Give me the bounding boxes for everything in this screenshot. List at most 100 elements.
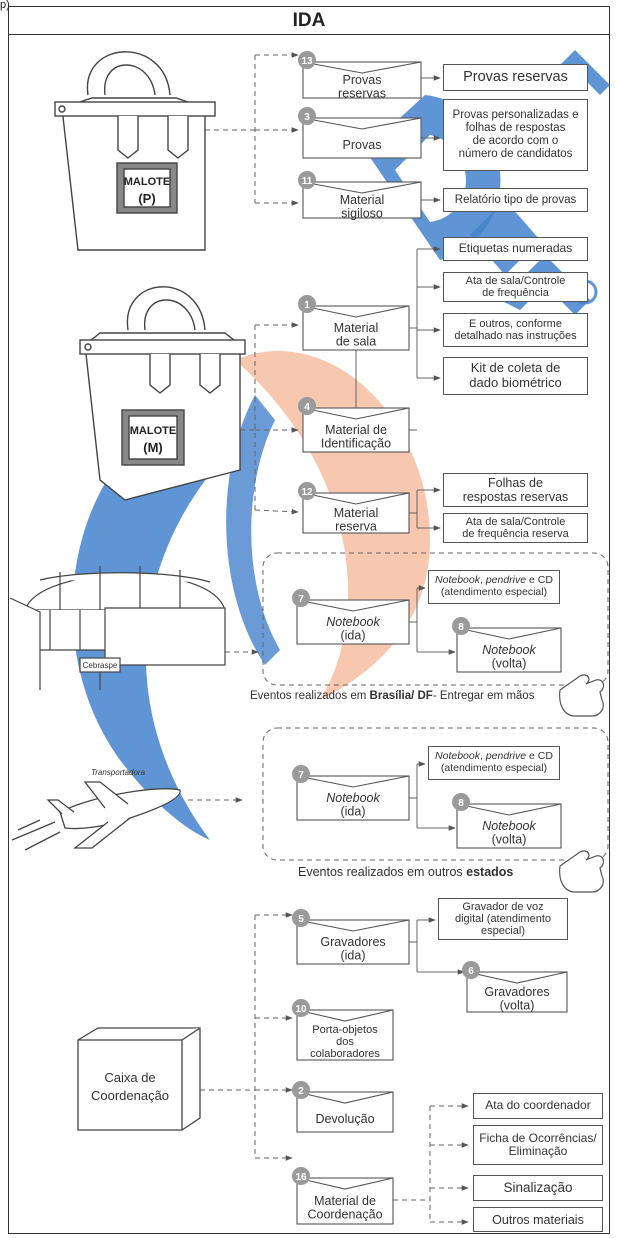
envelope-10: Notebook(volta)8 <box>452 793 562 849</box>
caption-estados-a: Eventos realizados em outros <box>298 865 467 879</box>
estados-container <box>262 727 609 861</box>
nb1-pendrive: pendrive <box>485 574 527 587</box>
envelope-body <box>302 61 422 99</box>
box-provas-personalizadas-line-2: folhas de respostas <box>465 122 566 135</box>
envelope-number: 10 <box>295 1004 307 1015</box>
caption-brasilia-b: Brasília/ DF <box>369 690 433 702</box>
box-ficha-ocorrencias-line-1: Ficha de Ocorrências/ <box>479 1130 597 1145</box>
box-gravador-voz-line-3: especial) <box>480 925 526 938</box>
envelope-7: Notebook(ida) 7 <box>292 589 410 645</box>
envelope-number-badge <box>298 295 316 313</box>
box-notebook-especial-estados-line-1: Notebook, pendrive e CD <box>435 750 553 763</box>
box-ata-reserva-line-2: de frequência reserva <box>462 528 569 540</box>
envelope-label: Material de <box>325 423 387 437</box>
envelope-flap <box>456 627 562 640</box>
malote-p-label-1: MALOTE <box>124 176 170 188</box>
malote-p-illustration <box>54 51 216 251</box>
envelope-label: Notebook <box>482 643 536 657</box>
envelope-flap <box>302 117 422 130</box>
box-provas-reservas: Provas reservas <box>443 64 588 91</box>
caixa-coordenacao-illustration <box>77 1027 201 1131</box>
envelope-label: (ida) <box>340 629 365 643</box>
envelope-label: Gravadores <box>320 935 385 949</box>
box-sinalizacao: Sinalização <box>473 1175 603 1201</box>
box-etiquetas-text: Etiquetas numeradas <box>458 241 573 256</box>
envelope-label: Notebook <box>482 819 536 833</box>
envelope-label: reserva <box>335 520 377 534</box>
envelope-number: 6 <box>468 966 474 977</box>
envelope-number-badge <box>292 1081 310 1099</box>
watermark-blue-swoosh <box>72 400 241 840</box>
envelope-number: 7 <box>298 770 304 781</box>
nb1-notebook: Notebook <box>435 574 480 587</box>
nb2-pendrive: pendrive <box>485 750 527 763</box>
envelope-number-badge <box>292 909 310 927</box>
box-ata-reserva-line-1: Ata de sala/Controle <box>465 515 566 528</box>
nb2-notebook: Notebook <box>435 750 480 763</box>
plane-label: Transportadora <box>91 768 146 777</box>
envelope-label: dos <box>336 1036 354 1048</box>
envelope-label: Notebook <box>326 615 380 629</box>
hand-icon-brasilia <box>559 674 605 717</box>
envelope-body <box>296 919 410 965</box>
envelope-label: (volta) <box>500 999 535 1013</box>
envelope-body <box>302 181 422 219</box>
box-kit-biometrico-line-2: dado biométrico <box>469 375 562 390</box>
envelope-number: 7 <box>298 594 304 605</box>
malote-m-label-1: MALOTE <box>130 425 176 437</box>
caixa-label-1: Caixa de <box>104 1070 155 1085</box>
envelope-number-badge <box>292 1167 310 1185</box>
envelope-number: 2 <box>298 1086 304 1097</box>
envelope-label: Provas <box>343 73 382 87</box>
envelope-label: Gravadores <box>484 985 549 999</box>
envelope-flap <box>296 775 410 788</box>
page-corner-mark: p) <box>0 0 10 11</box>
box-provas-reservas-text: Provas reservas <box>463 69 568 86</box>
envelope-number-badge <box>452 617 470 635</box>
envelope-number-badge <box>298 397 316 415</box>
envelope-label: Notebook <box>326 791 380 805</box>
envelope-label: colaboradores <box>310 1048 380 1060</box>
envelope-flap <box>302 407 410 420</box>
envelope-flap <box>302 181 422 194</box>
envelope-label: Coordenação <box>307 1208 382 1222</box>
envelope-number: 5 <box>298 914 304 925</box>
envelope-number: 16 <box>295 1172 307 1183</box>
envelope-body <box>302 492 410 534</box>
caption-brasilia: Eventos realizados em Brasília/ DF- Entr… <box>250 690 534 702</box>
malote-p-label-2: (P) <box>138 191 155 206</box>
box-ficha-ocorrencias: Ficha de Ocorrências/ Eliminação <box>473 1125 603 1165</box>
envelope-flap <box>302 61 422 74</box>
box-sinalizacao-text: Sinalização <box>503 1180 573 1196</box>
nb1-comma: , <box>479 574 486 587</box>
brasilia-container <box>262 552 609 686</box>
box-outros-instrucoes-line-1: E outros, conforme <box>469 317 562 330</box>
envelope-number-badge <box>298 51 316 69</box>
caixa-label-2: Coordenação <box>91 1088 169 1103</box>
box-folhas-reservas: Folhas de respostas reservas <box>443 473 588 507</box>
envelope-11: Gravadores(ida)5 <box>292 909 410 965</box>
nb1-cd: e CD <box>526 574 553 587</box>
envelope-number-badge <box>292 765 310 783</box>
box-ficha-ocorrencias-line-2: Eliminação <box>508 1144 568 1158</box>
malote-m-label-2: (M) <box>143 440 163 455</box>
caption-brasilia-a: Eventos realizados em <box>250 690 370 702</box>
envelope-number-badge <box>462 961 480 979</box>
caption-brasilia-c: - Entregar em mãos <box>432 690 535 702</box>
envelope-body <box>456 627 562 673</box>
nb2-comma: , <box>479 750 486 763</box>
box-outros-instrucoes: E outros, conforme detalhado nas instruç… <box>443 313 588 347</box>
envelope-label: sigiloso <box>341 207 383 221</box>
envelope-body <box>296 1091 394 1133</box>
box-folhas-reservas-line-1: Folhas de <box>488 476 543 490</box>
cebraspe-building-illustration <box>9 566 226 690</box>
envelope-label: Identificação <box>321 437 391 451</box>
envelope-8: Notebook(volta)8 <box>452 617 562 673</box>
